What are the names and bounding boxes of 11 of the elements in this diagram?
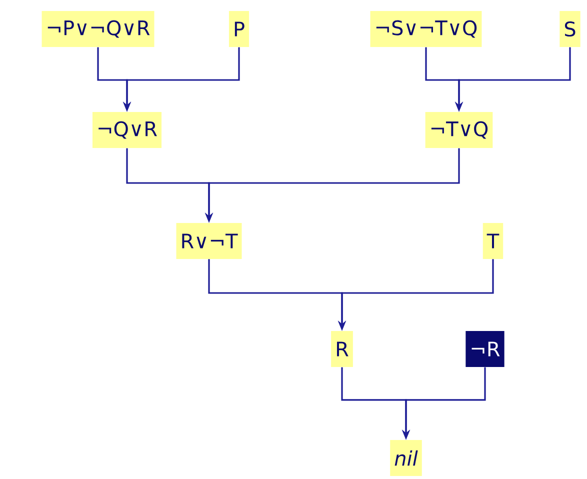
resolvent-box: ¬P∨¬Q∨R	[42, 11, 154, 47]
resolvent-box: R	[331, 331, 353, 367]
resolvent-box: P	[228, 11, 250, 47]
resolvent-box: T	[482, 223, 504, 259]
resolvent-box: R∨¬T	[176, 223, 242, 259]
resolvent-box: ¬T∨Q	[425, 112, 493, 148]
empty-clause-box: nil	[390, 440, 422, 476]
resolvent-box: S	[560, 11, 580, 47]
resolvent-box: ¬S∨¬T∨Q	[370, 11, 482, 47]
resolvent-box: ¬Q∨R	[92, 112, 162, 148]
negated-goal-box: ¬R	[466, 331, 504, 367]
